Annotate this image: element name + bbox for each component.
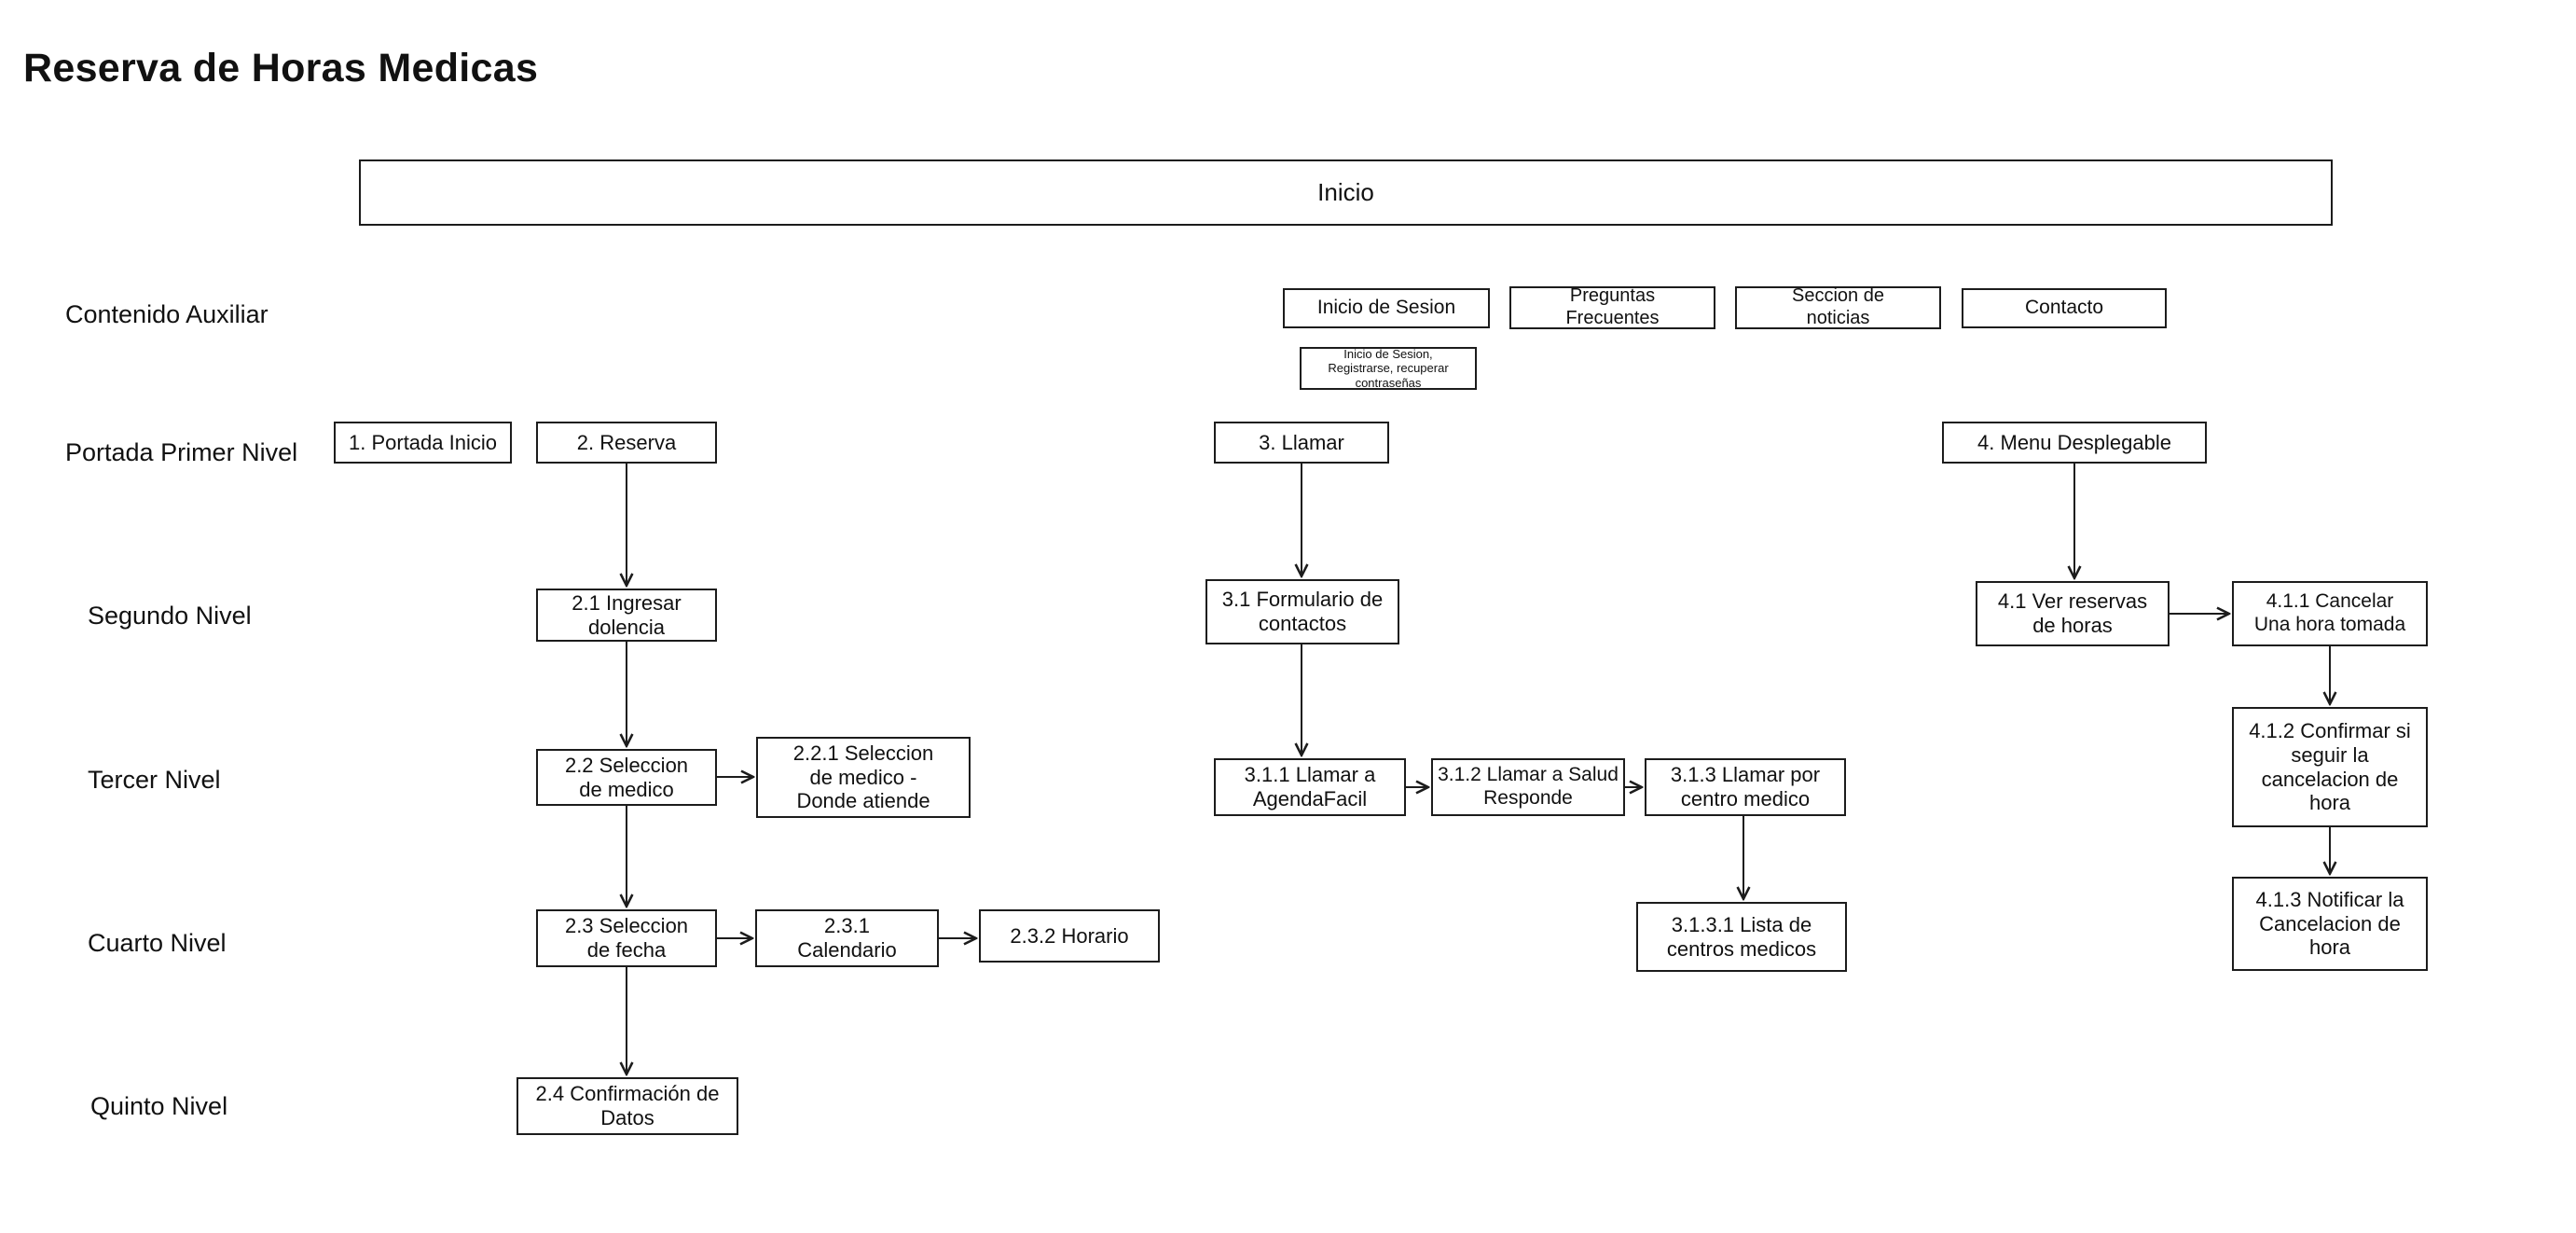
node-llamar-centro-medico: 3.1.3 Llamar por centro medico xyxy=(1645,758,1846,816)
node-contacto: Contacto xyxy=(1962,288,2167,328)
node-reserva: 2. Reserva xyxy=(536,422,717,464)
node-preguntas-frecuentes: Preguntas Frecuentes xyxy=(1509,285,1715,329)
node-seleccion-medico-donde: 2.2.1 Seleccion de medico - Donde atiend… xyxy=(756,737,971,818)
node-menu-desplegable: 4. Menu Desplegable xyxy=(1942,422,2207,464)
node-calendario: 2.3.1 Calendario xyxy=(755,909,939,967)
node-ver-reservas-horas: 4.1 Ver reservas de horas xyxy=(1976,581,2170,646)
node-llamar-agendafacil: 3.1.1 Llamar a AgendaFacil xyxy=(1214,758,1406,816)
node-llamar: 3. Llamar xyxy=(1214,422,1389,464)
row-label-contenido-auxiliar: Contenido Auxiliar xyxy=(65,300,269,328)
row-label-portada-primer-nivel: Portada Primer Nivel xyxy=(65,438,298,466)
page-title: Reserva de Horas Medicas xyxy=(23,45,539,90)
node-seleccion-fecha: 2.3 Seleccion de fecha xyxy=(536,909,717,967)
node-seccion-de-noticias: Seccion de noticias xyxy=(1735,285,1941,329)
node-portada-inicio: 1. Portada Inicio xyxy=(334,422,512,464)
node-inicio: Inicio xyxy=(359,159,2333,226)
node-notificar-cancelacion: 4.1.3 Notificar la Cancelacion de hora xyxy=(2232,877,2428,971)
node-ingresar-dolencia: 2.1 Ingresar dolencia xyxy=(536,589,717,642)
node-llamar-salud-responde: 3.1.2 Llamar a Salud Responde xyxy=(1431,758,1625,816)
node-inicio-de-sesion: Inicio de Sesion xyxy=(1283,288,1490,328)
node-inicio-sesion-detalle: Inicio de Sesion, Registrarse, recuperar… xyxy=(1300,347,1477,390)
node-confirmacion-datos: 2.4 Confirmación de Datos xyxy=(517,1077,738,1135)
node-confirmar-cancelacion: 4.1.2 Confirmar si seguir la cancelacion… xyxy=(2232,707,2428,827)
node-lista-centros-medicos: 3.1.3.1 Lista de centros medicos xyxy=(1636,902,1847,972)
node-formulario-contactos: 3.1 Formulario de contactos xyxy=(1205,579,1399,644)
node-cancelar-hora-tomada: 4.1.1 Cancelar Una hora tomada xyxy=(2232,581,2428,646)
row-label-cuarto-nivel: Cuarto Nivel xyxy=(88,929,227,957)
row-label-quinto-nivel: Quinto Nivel xyxy=(90,1092,228,1120)
row-label-tercer-nivel: Tercer Nivel xyxy=(88,766,221,794)
row-label-segundo-nivel: Segundo Nivel xyxy=(88,602,252,630)
node-horario: 2.3.2 Horario xyxy=(979,909,1160,963)
node-seleccion-medico: 2.2 Seleccion de medico xyxy=(536,749,717,806)
